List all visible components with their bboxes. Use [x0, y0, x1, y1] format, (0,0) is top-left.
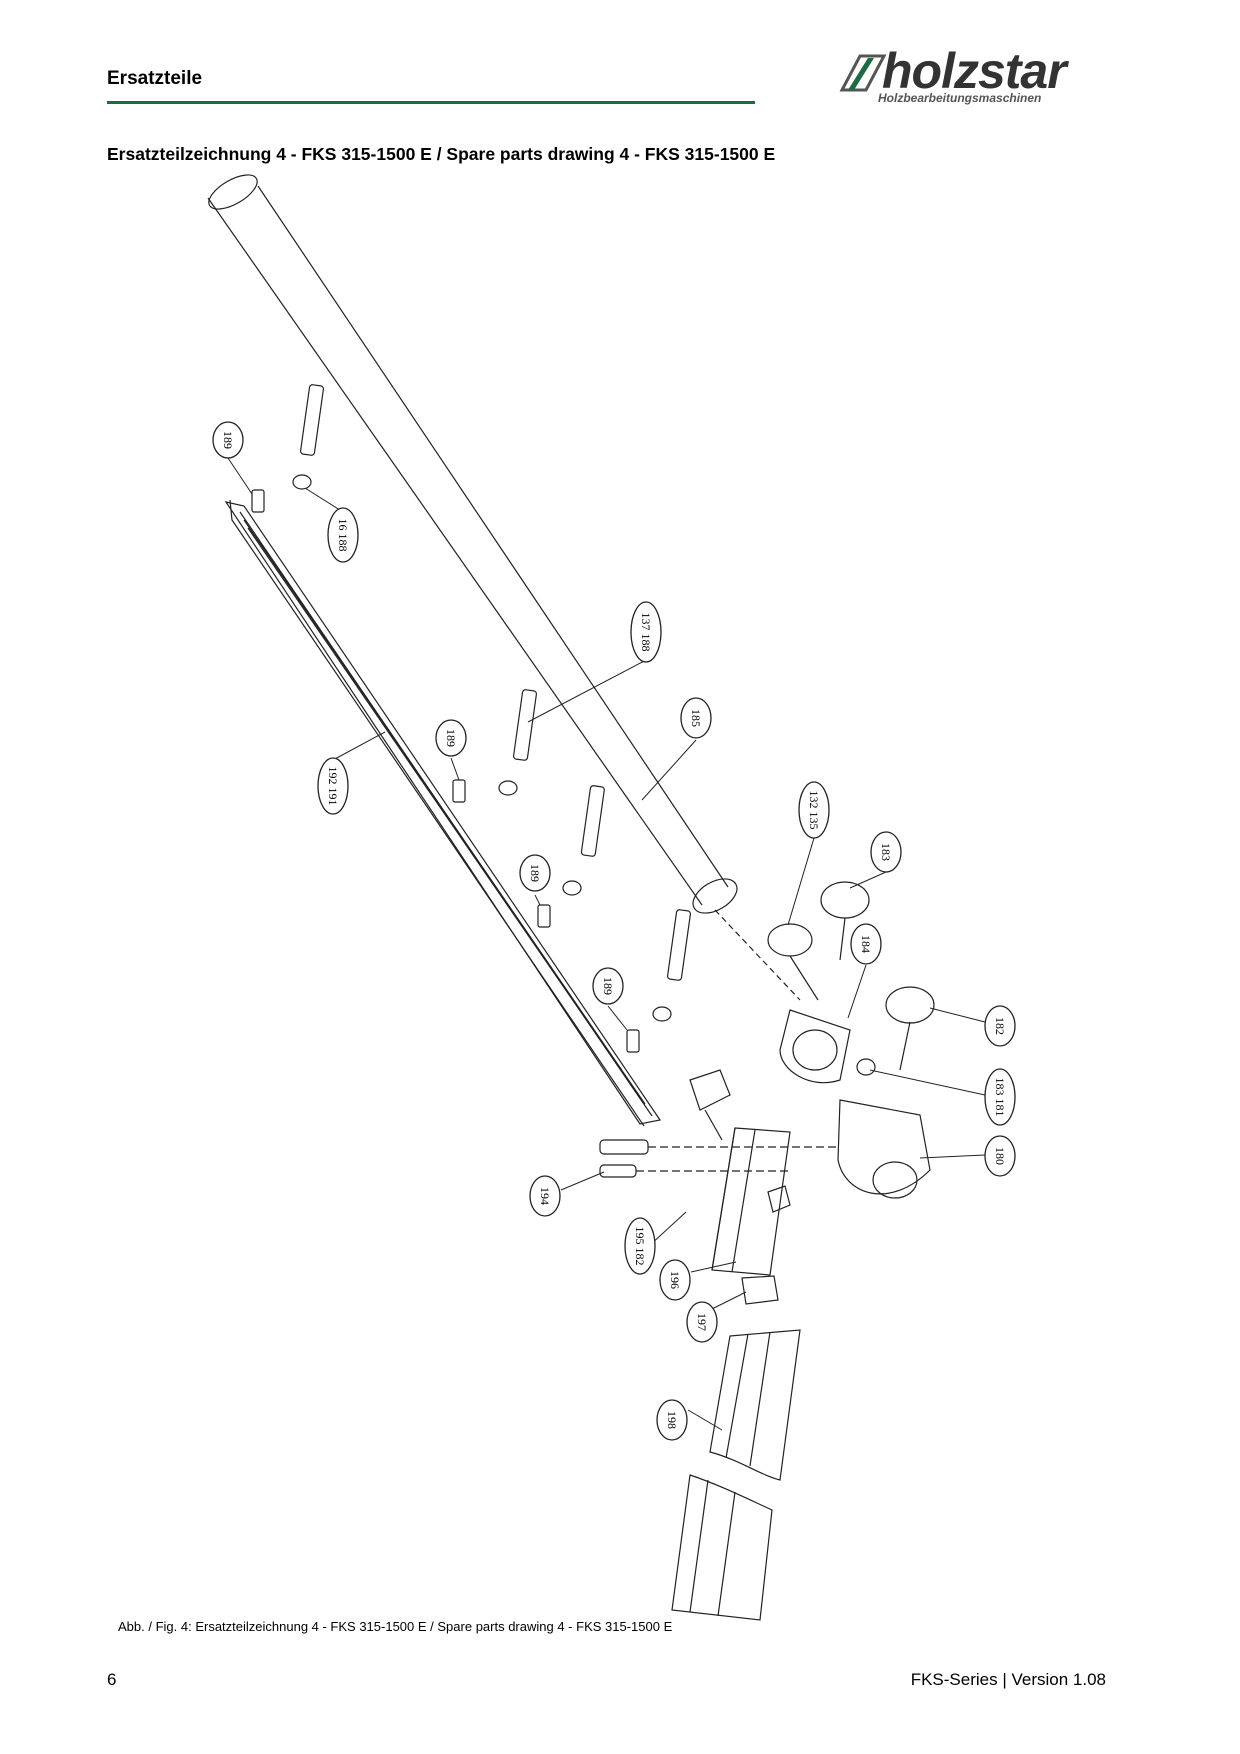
callout-183: 183	[870, 831, 902, 873]
callout-label: 184	[859, 935, 873, 953]
callout-196: 196	[659, 1259, 691, 1301]
callout-label: 195 182	[633, 1227, 647, 1266]
bolt-group	[251, 384, 692, 1053]
header-rule	[107, 101, 755, 104]
callout-label: 16 188	[336, 519, 350, 552]
callout-185: 185	[680, 697, 712, 739]
callout-label: 189	[221, 431, 235, 449]
callout-label: 189	[601, 977, 615, 995]
callout-label: 182	[993, 1017, 1007, 1035]
callout-184: 184	[850, 923, 882, 965]
callout-label: 137 188	[639, 613, 653, 652]
callout-181: 183 181	[984, 1068, 1016, 1126]
rail-profile	[224, 499, 662, 1127]
logo-mark-icon	[839, 54, 887, 92]
document-version: FKS-Series | Version 1.08	[910, 1670, 1106, 1689]
callout-189a: 189	[212, 421, 244, 459]
knob-group	[689, 881, 935, 1141]
callout-198: 198	[656, 1399, 688, 1441]
callout-195: 195 182	[624, 1217, 656, 1275]
callout-label: 189	[528, 864, 542, 882]
callout-192: 192 191	[317, 757, 349, 815]
page-number: 6	[107, 1670, 117, 1689]
guide-tube	[207, 174, 801, 1001]
callout-label: 196	[668, 1271, 682, 1289]
brand-logo: holzstar Holzbearbeitungsmaschinen	[838, 46, 1108, 106]
callout-label: 194	[538, 1187, 552, 1205]
callout-189b: 189	[435, 719, 467, 757]
callout-label: 185	[689, 709, 703, 727]
callout-label: 189	[444, 729, 458, 747]
aluminium-profile	[671, 1329, 801, 1621]
page-header-title: Ersatzteile	[107, 68, 203, 89]
callout-189c: 189	[519, 854, 551, 892]
logo-wordmark: holzstar	[882, 43, 1067, 99]
callout-label: 197	[695, 1313, 709, 1331]
callout-137: 137 188	[630, 601, 662, 663]
logo-subtitle: Holzbearbeitungsmaschinen	[878, 91, 1042, 105]
callout-label: 132 135	[807, 791, 821, 830]
callout-180: 180	[984, 1135, 1016, 1177]
callout-132: 132 135	[798, 781, 830, 839]
drawing-title: Ersatzteilzeichnung 4 - FKS 315-1500 E /…	[107, 144, 776, 164]
clamp-group	[779, 1009, 931, 1199]
bracket-body	[599, 1127, 840, 1305]
callout-label: 183 181	[993, 1078, 1007, 1117]
callout-label: 180	[993, 1147, 1007, 1165]
callout-189d: 189	[592, 967, 624, 1005]
callout-182: 182	[984, 1005, 1016, 1047]
callout-194: 194	[529, 1175, 561, 1217]
figure-caption: Abb. / Fig. 4: Ersatzteilzeichnung 4 - F…	[118, 1619, 673, 1634]
callout-label: 183	[879, 843, 893, 861]
callout-197: 197	[686, 1301, 718, 1343]
callout-label: 192 191	[326, 767, 340, 806]
callout-188: 16 188	[327, 507, 359, 563]
callout-label: 198	[665, 1411, 679, 1429]
